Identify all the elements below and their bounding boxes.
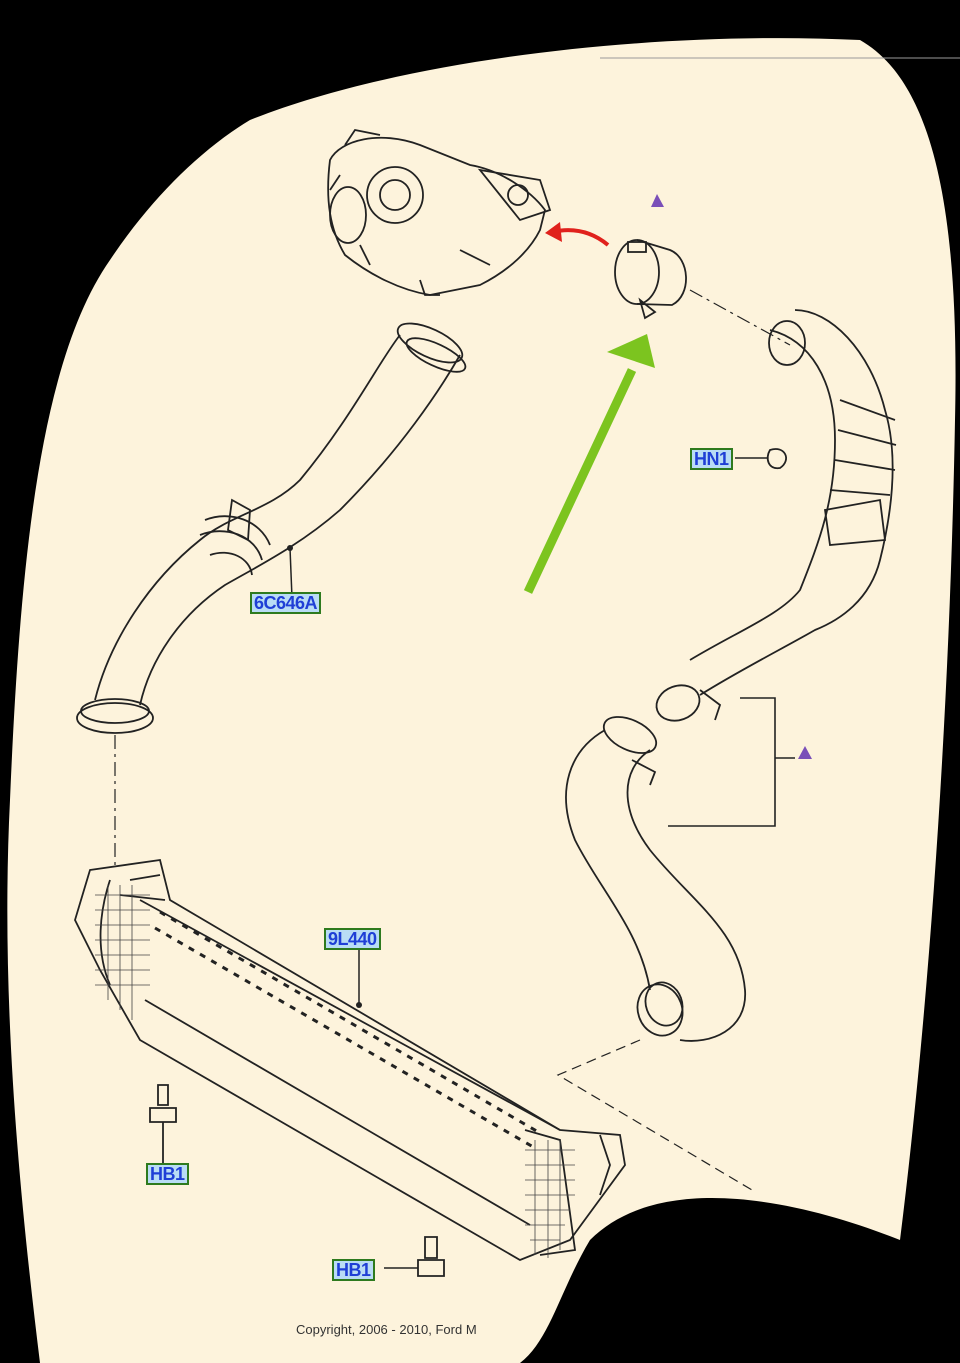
clamp-ring [614, 239, 687, 320]
right-upper-pipe [655, 309, 897, 722]
marker-triangle-top [651, 194, 664, 207]
paper-sheet [7, 38, 956, 1363]
label-hb1-bottom[interactable]: HB1 [332, 1259, 375, 1281]
label-6c646a[interactable]: 6C646A [250, 592, 322, 614]
label-hn1[interactable]: HN1 [690, 448, 733, 470]
intercooler-grid [95, 885, 575, 1258]
turbocharger [327, 128, 552, 296]
bolt-left [149, 1084, 177, 1165]
green-arrow-shaft [523, 368, 637, 594]
green-arrowhead [607, 334, 655, 368]
label-9l440[interactable]: 9L440 [324, 928, 381, 950]
bolt-bottom [417, 1236, 445, 1277]
label-hb1-left[interactable]: HB1 [146, 1163, 189, 1185]
right-lower-hose [565, 716, 746, 1042]
intercooler-fins [154, 910, 541, 1150]
marker-triangle-right [798, 746, 812, 759]
red-arrowhead [545, 222, 562, 242]
bracket [668, 697, 776, 827]
copyright-text: Copyright, 2006 - 2010, Ford M [296, 1322, 477, 1337]
